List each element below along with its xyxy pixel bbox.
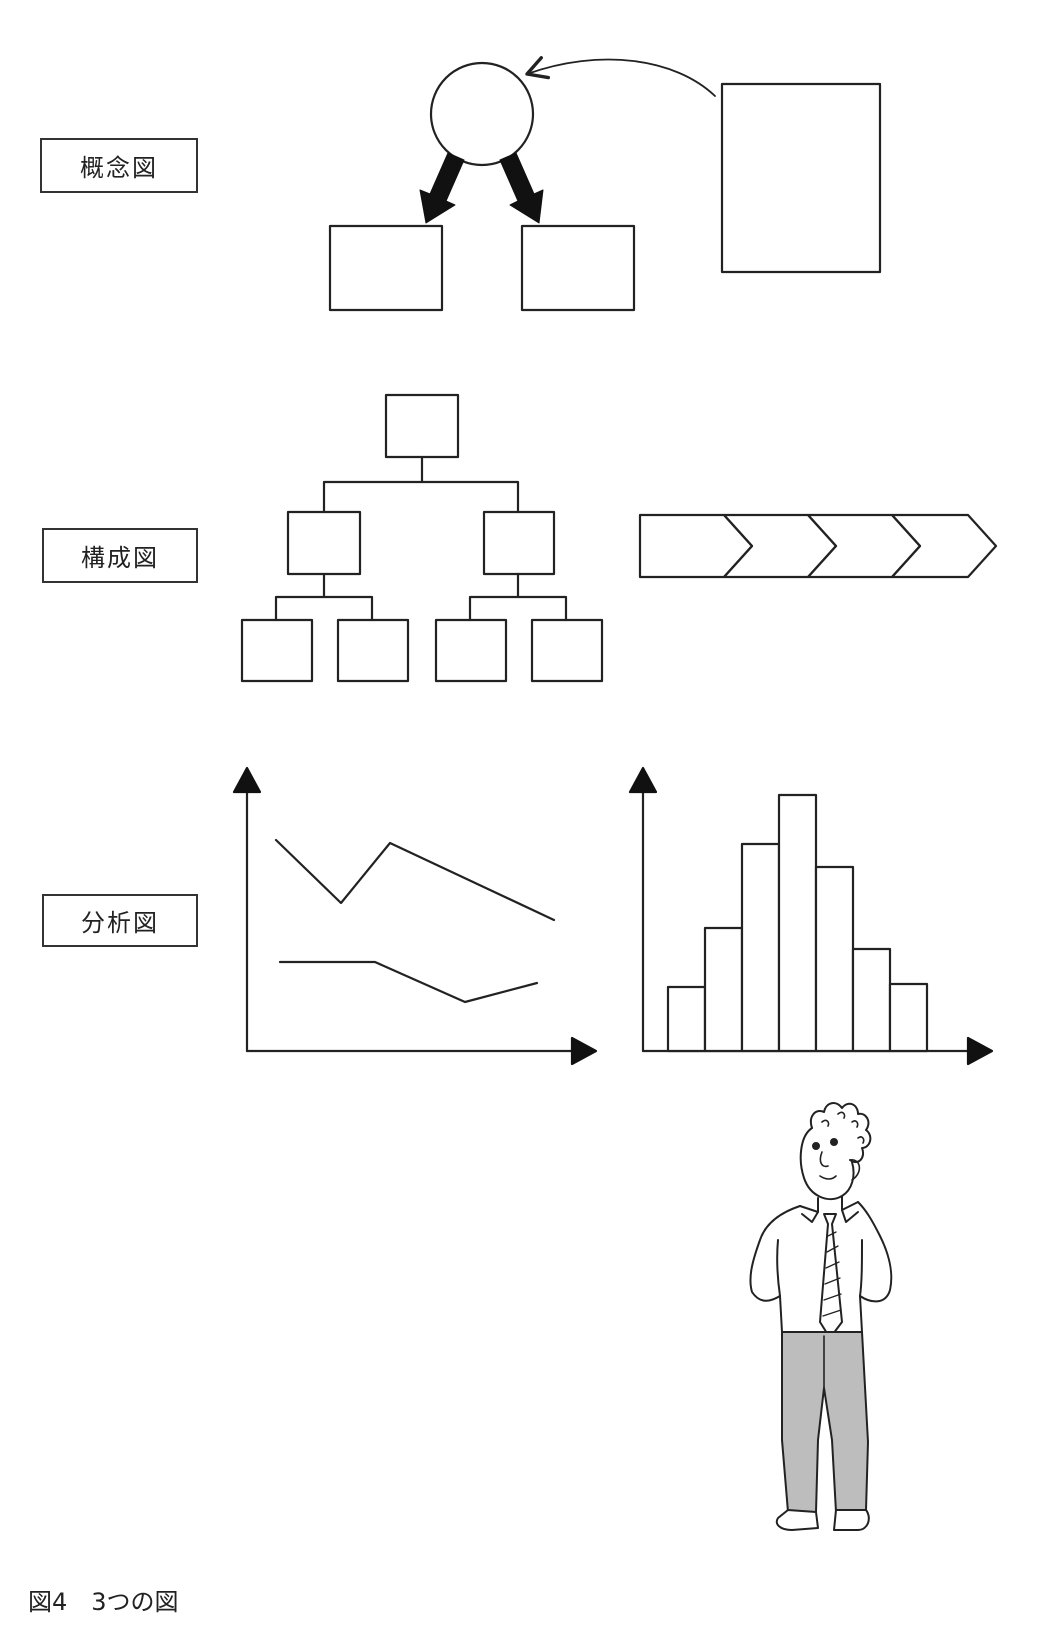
man-hair-curls — [821, 1111, 865, 1144]
concept-circle — [429, 61, 535, 167]
man-head — [799, 1127, 855, 1201]
line-chart — [232, 766, 598, 1066]
man-tie — [819, 1213, 843, 1339]
tree-connector-left — [274, 572, 374, 622]
tree-node-root — [384, 393, 460, 459]
man-mouth — [819, 1175, 837, 1180]
chevron-step-1 — [638, 513, 754, 579]
line-chart-y-arrowhead — [232, 766, 262, 794]
histogram-bar-3 — [740, 842, 781, 1053]
tree-node-leaf-4 — [530, 618, 604, 683]
histogram-y-arrowhead — [628, 766, 658, 794]
man-eye-left — [812, 1142, 820, 1150]
man-collar — [799, 1201, 859, 1223]
figure-caption: 図4 3つの図 — [28, 1588, 179, 1616]
man-eye-right — [830, 1138, 838, 1146]
man-arm-left — [776, 1239, 781, 1297]
man-ear — [849, 1159, 861, 1181]
concept-thick-arrow-left — [419, 152, 465, 224]
line-chart-x-arrowhead — [570, 1036, 598, 1066]
man-shoe-left — [775, 1509, 819, 1531]
histogram-bar-7 — [888, 982, 929, 1053]
tree-node-leaf-3 — [434, 618, 508, 683]
label-concept-diagram: 概念図 — [40, 138, 198, 193]
man-pants — [781, 1331, 869, 1513]
label-analysis-diagram: 分析図 — [42, 894, 198, 947]
man-neck — [817, 1195, 843, 1213]
concept-curved-arrow — [525, 56, 716, 97]
man-nose — [819, 1151, 829, 1168]
concept-diagram — [328, 56, 882, 312]
man-arm-right — [859, 1239, 863, 1297]
histogram-x-arrowhead — [966, 1036, 994, 1066]
man-illustration — [749, 1102, 893, 1531]
concept-thick-arrow-right — [499, 152, 544, 224]
tree-node-leaf-2 — [336, 618, 410, 683]
concept-box-right — [520, 224, 636, 312]
label-structure-diagram: 構成図 — [42, 528, 198, 583]
tree-node-level2-right — [482, 510, 556, 576]
chevron-step-4 — [890, 513, 998, 579]
tree-connector-right — [468, 572, 568, 622]
histogram-chart — [628, 766, 994, 1066]
concept-box-left — [328, 224, 444, 312]
histogram-bar-2 — [703, 926, 744, 1053]
structure-tree — [240, 393, 604, 683]
concept-box-large — [720, 82, 882, 274]
chevron-step-3 — [806, 513, 922, 579]
line-series-1 — [274, 838, 556, 922]
man-tie-stripes — [822, 1231, 842, 1317]
histogram-bar-1 — [666, 985, 707, 1053]
histogram-bars — [666, 793, 929, 1053]
man-shoe-right — [833, 1509, 870, 1531]
chevron-step-2 — [722, 513, 838, 579]
tree-node-level2-left — [286, 510, 362, 576]
line-series-2 — [278, 960, 539, 1004]
histogram-bar-6 — [851, 947, 892, 1053]
histogram-bar-5 — [814, 865, 855, 1053]
tree-connector-top — [322, 455, 520, 514]
histogram-bar-4 — [777, 793, 818, 1053]
tree-node-leaf-1 — [240, 618, 314, 683]
man-hair — [810, 1102, 872, 1164]
structure-chevron-flow — [638, 513, 998, 579]
